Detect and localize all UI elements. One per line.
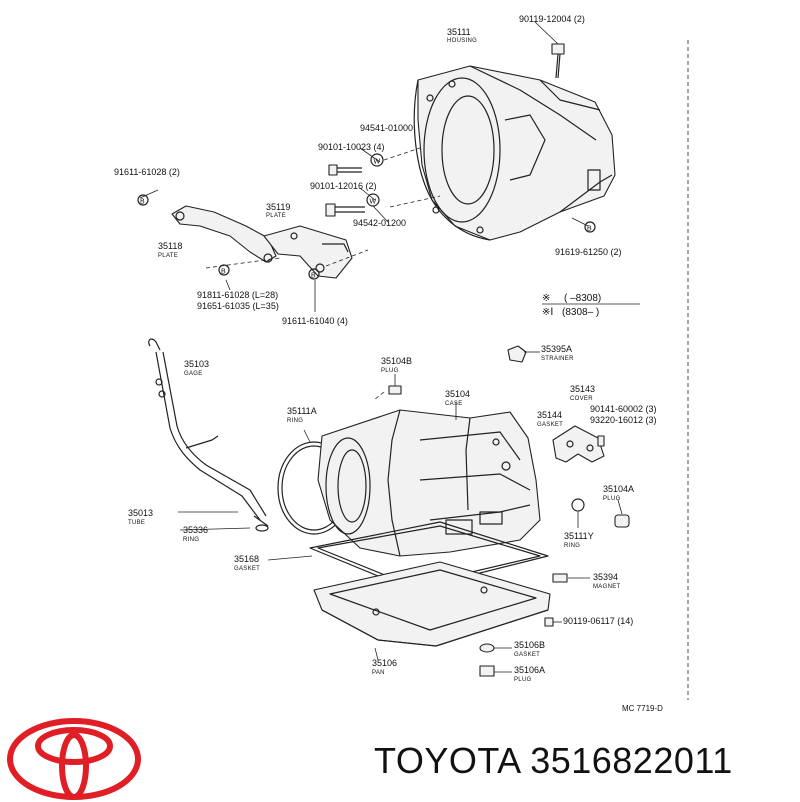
label-35143-name: COVER (570, 396, 593, 402)
diagram-code: MC 7719-D (622, 704, 663, 713)
label-35013: 35013 (128, 508, 153, 518)
leader (205, 257, 281, 269)
label-35111A-name: RING (287, 418, 303, 424)
label-35104B: 35104B (381, 356, 412, 366)
label-35395A: 35395A (541, 344, 572, 354)
label-91811-61028: 91811-61028 (L=28) (197, 290, 278, 300)
drain-plug-drawing (479, 665, 512, 677)
label-35336-name: RING (183, 537, 199, 543)
label-35111: 35111 (447, 27, 471, 37)
washer-letter: W (370, 199, 377, 206)
b-callouts: B B B B (137, 194, 596, 280)
legend: ※ ( –8308) ※Ⅰ (8308– ) (542, 293, 640, 318)
label-35168-name: GASKET (234, 566, 260, 572)
svg-text:B: B (221, 269, 226, 276)
bolt-90101-10023-drawing (328, 147, 381, 176)
label-35104: 35104 (445, 389, 470, 399)
label-94541-01000: 94541-01000 (360, 123, 413, 133)
label-35106: 35106 (372, 658, 397, 668)
label-35111-name: HOUSING (447, 38, 477, 44)
label-91611-61028: 91611-61028 (2) (114, 167, 180, 177)
label-35395A-name: STRAINER (541, 356, 574, 362)
label-90101-12016: 90101-12016 (2) (310, 181, 377, 191)
label-35143: 35143 (570, 384, 595, 394)
label-91651-61035: 91651-61035 (L=35) (197, 301, 279, 311)
svg-text:B: B (311, 273, 316, 280)
leader (325, 249, 369, 267)
label-35106A: 35106A (514, 665, 545, 675)
label-35104A-name: PLUG (603, 496, 621, 502)
label-35104-name: CASE (445, 401, 463, 407)
plug-35104a-drawing (614, 499, 630, 528)
svg-text:B: B (140, 199, 145, 206)
drain-gasket-drawing (479, 643, 512, 653)
label-35103-name: GAGE (184, 371, 203, 377)
label-35111Y: 35111Y (564, 531, 594, 541)
label-35394: 35394 (593, 572, 618, 582)
legend-line1-text: ( –8308) (564, 293, 601, 304)
legend-line2-mark: ※Ⅰ (542, 307, 553, 318)
label-35106B-name: GASKET (514, 652, 540, 658)
dipstick-drawing (148, 338, 269, 532)
pan-drawing (313, 561, 551, 661)
washer-94542-drawing: W (366, 193, 389, 223)
cover-35143-drawing (552, 425, 605, 463)
label-35104B-name: PLUG (381, 368, 399, 374)
label-35119-name: PLATE (266, 213, 286, 219)
svg-text:B: B (587, 226, 592, 233)
leader (225, 279, 231, 291)
label-35111A: 35111A (287, 406, 317, 416)
label-35336: 35336 (183, 525, 208, 535)
label-90119-12004: 90119-12004 (2) (519, 14, 585, 24)
legend-line2-text: (8308– ) (562, 307, 599, 318)
label-35168: 35168 (234, 554, 259, 564)
label-90101-10023: 90101-10023 (4) (318, 142, 385, 152)
part-labels: 35111 HOUSING 90119-12004 (2) 94541-0100… (114, 14, 663, 713)
label-91611-61040: 91611-61040 (4) (282, 316, 348, 326)
label-35394-name: MAGNET (593, 584, 621, 590)
bolt-90119-06117-drawing (544, 617, 562, 627)
bolt-90101-12016-drawing (325, 187, 441, 217)
label-35144: 35144 (537, 410, 562, 420)
label-35144-name: GASKET (537, 422, 563, 428)
label-35106-name: PAN (372, 670, 385, 676)
toyota-logo-icon (7, 718, 141, 800)
label-90119-06117: 90119-06117 (14) (563, 616, 633, 626)
housing-drawing (413, 65, 616, 241)
label-35104A: 35104A (603, 484, 634, 494)
label-35106A-name: PLUG (514, 677, 532, 683)
plate-35118-drawing (171, 205, 277, 263)
label-35118-name: PLATE (158, 253, 178, 259)
label-91619-61250: 91619-61250 (2) (555, 247, 622, 257)
label-90141-60002: 90141-60002 (3) (590, 404, 657, 414)
label-35106B: 35106B (514, 640, 545, 650)
brand-part-number: TOYOTA 3516822011 (374, 740, 733, 781)
magnet-drawing (552, 573, 590, 583)
case-drawing (317, 402, 541, 557)
label-35118: 35118 (158, 241, 182, 251)
plug-35104b-drawing (373, 374, 402, 401)
label-94542-01200: 94542-01200 (353, 218, 406, 228)
washer-94541-drawing: W (370, 147, 421, 167)
ring-35111y-drawing (571, 498, 585, 528)
label-35111Y-name: RING (564, 543, 580, 549)
label-35119: 35119 (266, 202, 290, 212)
label-93220-16012: 93220-16012 (3) (590, 415, 657, 425)
washer-letter: W (374, 159, 381, 166)
legend-line1-mark: ※ (542, 293, 550, 304)
label-35103: 35103 (184, 359, 209, 369)
label-35013-name: TUBE (128, 520, 145, 526)
bolt-90119-12004-drawing (534, 21, 565, 79)
strainer-drawing (507, 345, 540, 363)
plate-35119-drawing (263, 225, 353, 279)
leader (139, 189, 159, 199)
